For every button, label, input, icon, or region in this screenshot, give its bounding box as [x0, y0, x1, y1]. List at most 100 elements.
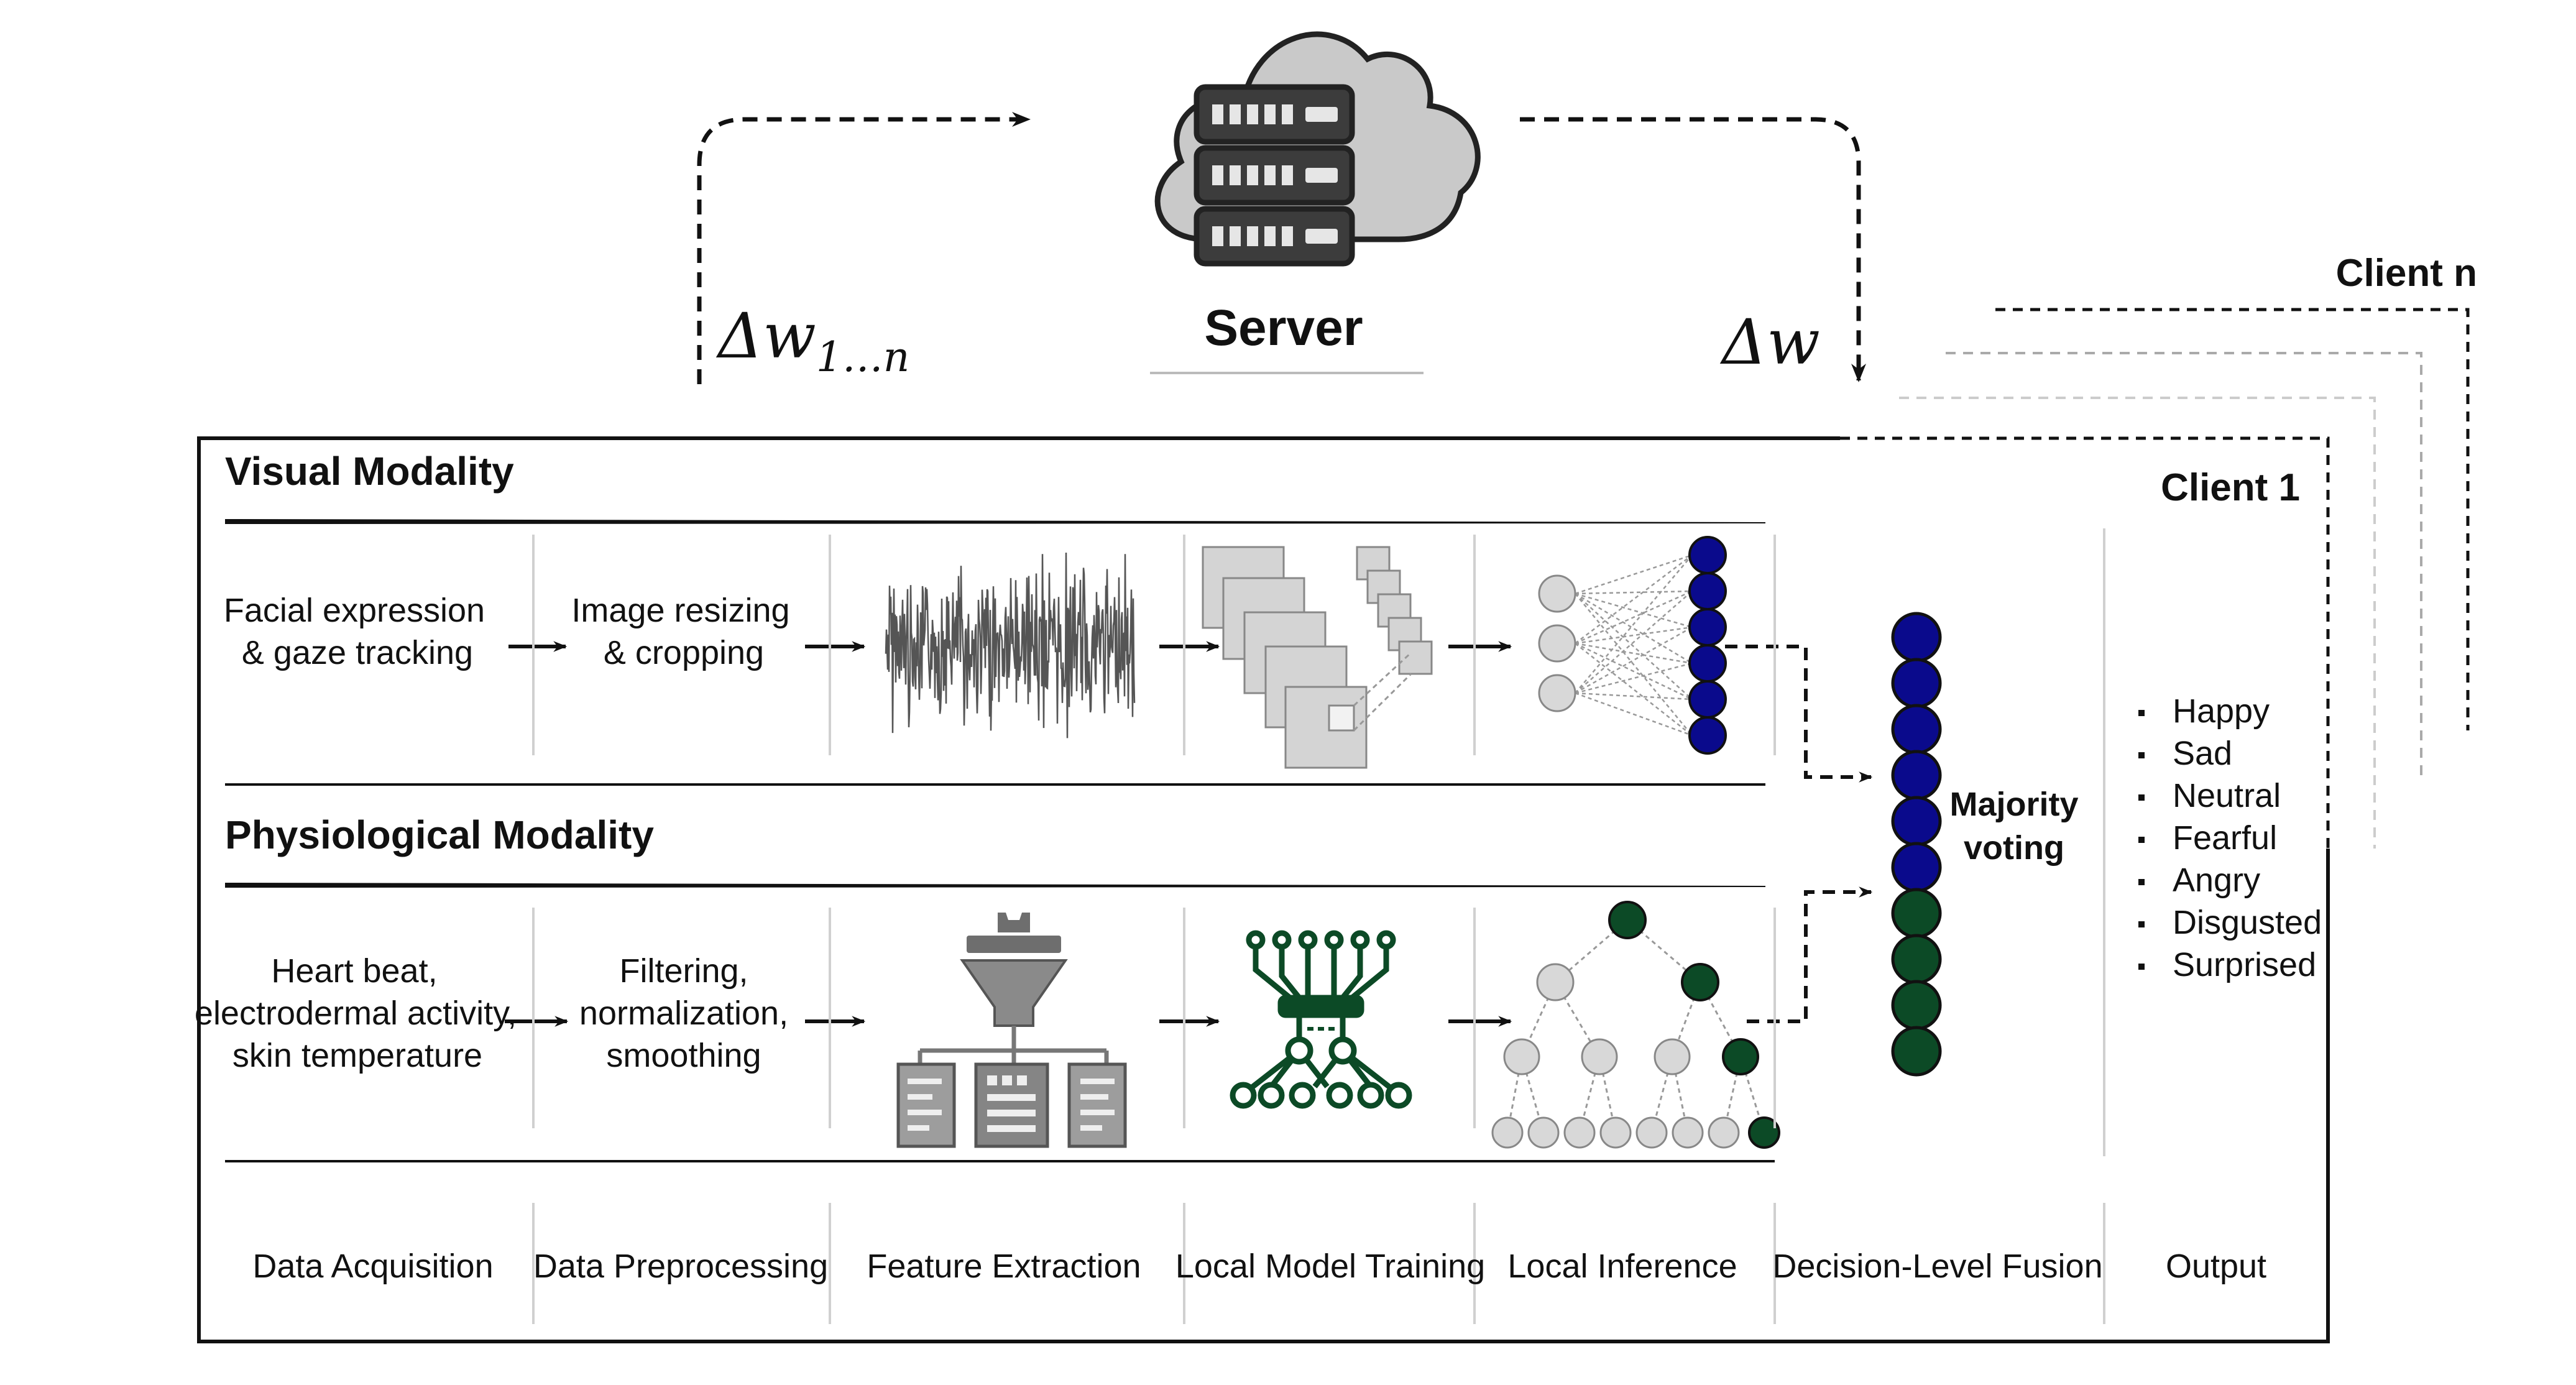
output-label: Neutral [2173, 777, 2281, 814]
decision-tree-icon [1491, 901, 1780, 1149]
pooled-map [1398, 640, 1433, 675]
client-stack-outline-2 [1946, 352, 2422, 777]
physiological-modality-title: Physiological Modality [225, 812, 654, 857]
bullet-icon [2138, 752, 2145, 758]
stage-label: Data Acquisition [252, 1248, 493, 1285]
physio-preprocessing-line-1: Filtering, [619, 952, 748, 990]
network-edge [1575, 554, 1693, 644]
emotion-output-list: HappySadNeutralFearfulAngryDisgustedSurp… [2138, 692, 2322, 983]
fusion-physio-node [1891, 980, 1942, 1031]
network-edge [1575, 692, 1693, 701]
visual-preprocessing-line-2: & cropping [604, 634, 764, 671]
output-label: Surprised [2173, 946, 2316, 983]
cloud-server-icon [1154, 31, 1481, 267]
upload-delta-label: Δw1…n [715, 300, 909, 381]
visual-output-node [1688, 536, 1727, 574]
bullet-icon [2138, 964, 2145, 970]
visual-output-node [1688, 680, 1727, 719]
network-edge [1575, 554, 1693, 595]
network-edge [1575, 642, 1693, 665]
fusion-node-column [1891, 612, 1942, 1077]
stage-label: Output [2166, 1248, 2266, 1285]
network-connections [1575, 554, 1693, 737]
physio-top-rule [225, 883, 1765, 888]
visual-output-node [1688, 716, 1727, 755]
visual-modality-title: Visual Modality [225, 449, 514, 494]
network-edge [1575, 590, 1693, 645]
visual-acquisition-line-1: Facial expression [224, 592, 485, 629]
input-node [1538, 574, 1576, 613]
majority-voting-line-2: voting [1964, 829, 2064, 867]
fusion-visual-node [1891, 796, 1942, 847]
feature-maps-icon [1202, 546, 1433, 769]
physio-preprocessing-line-3: smoothing [606, 1037, 761, 1074]
waveform-icon [885, 552, 1136, 739]
network-edge [1575, 593, 1693, 736]
tree-node [1635, 1116, 1668, 1149]
network-edge [1575, 591, 1693, 694]
kernel-projection [1353, 673, 1412, 732]
fusion-visual-node [1891, 612, 1942, 663]
tree-edge [1554, 982, 1601, 1057]
tree-node [1536, 963, 1575, 1001]
visual-preprocessing-line-1: Image resizing [571, 592, 789, 629]
output-label: Angry [2173, 862, 2260, 899]
input-node [1538, 624, 1576, 663]
download-delta-label: Δw [1719, 306, 1820, 379]
network-edge [1575, 554, 1693, 694]
tree-edge [1699, 982, 1742, 1057]
output-label: Disgusted [2173, 904, 2322, 941]
fusion-visual-node [1891, 842, 1942, 893]
kernel-projection [1353, 651, 1412, 707]
network-edge [1575, 593, 1693, 700]
tree-node [1503, 1038, 1540, 1075]
bullet-icon [2138, 879, 2145, 885]
output-label: Fearful [2173, 819, 2277, 857]
bullet-icon [2138, 710, 2145, 716]
fusion-physio-node [1891, 888, 1942, 939]
tree-node-active [1722, 1038, 1759, 1075]
physio-acquisition-line-3: skin temperature [232, 1037, 482, 1074]
tree-node [1654, 1038, 1691, 1075]
visual-output-node [1688, 644, 1727, 683]
visual-output-nodes [1688, 536, 1727, 755]
tree-node-active [1748, 1116, 1780, 1149]
physio-preprocessing-line-2: normalization, [579, 995, 788, 1032]
visual-output-node [1688, 572, 1727, 610]
client-n-stack: Client n [1840, 252, 2477, 849]
waveform-trace [885, 552, 1136, 739]
tree-node [1491, 1116, 1524, 1149]
network-edge [1575, 590, 1693, 595]
physio-acquisition-line-1: Heart beat, [271, 952, 437, 990]
fusion-visual-node [1891, 704, 1942, 755]
download-weights-arrow [1520, 117, 1866, 382]
tree-node-active [1608, 901, 1647, 939]
tree-node [1527, 1116, 1560, 1149]
fusion-physio-node [1891, 1026, 1942, 1077]
client-n-outline [1995, 308, 2470, 730]
fusion-visual-node [1891, 658, 1942, 709]
client-1-label: Client 1 [2161, 466, 2300, 509]
network-edge [1575, 692, 1693, 737]
tree-nodes [1491, 901, 1780, 1149]
bullet-icon [2138, 837, 2145, 843]
tree-node [1563, 1116, 1596, 1149]
input-node [1538, 674, 1576, 712]
feature-map-kernel [1328, 704, 1355, 732]
stage-label: Local Inference [1507, 1248, 1737, 1285]
network-edge [1575, 643, 1693, 736]
stage-label: Decision-Level Fusion [1772, 1248, 2102, 1285]
stage-label: Data Preprocessing [533, 1248, 828, 1285]
network-edge [1575, 626, 1693, 645]
output-label: Sad [2173, 735, 2232, 772]
fusion-physio-node [1891, 934, 1942, 985]
server-label: Server [1204, 300, 1363, 356]
neural-network-icon [1538, 536, 1727, 755]
majority-voting-line-1: Majority [1949, 786, 2078, 823]
circuit-board-icon [1230, 930, 1412, 1109]
visual-acquisition-line-2: & gaze tracking [242, 634, 473, 671]
stage-separators [532, 528, 2105, 1324]
client-n-label: Client n [2336, 252, 2477, 295]
client-stack-outline-3 [1899, 397, 2376, 849]
